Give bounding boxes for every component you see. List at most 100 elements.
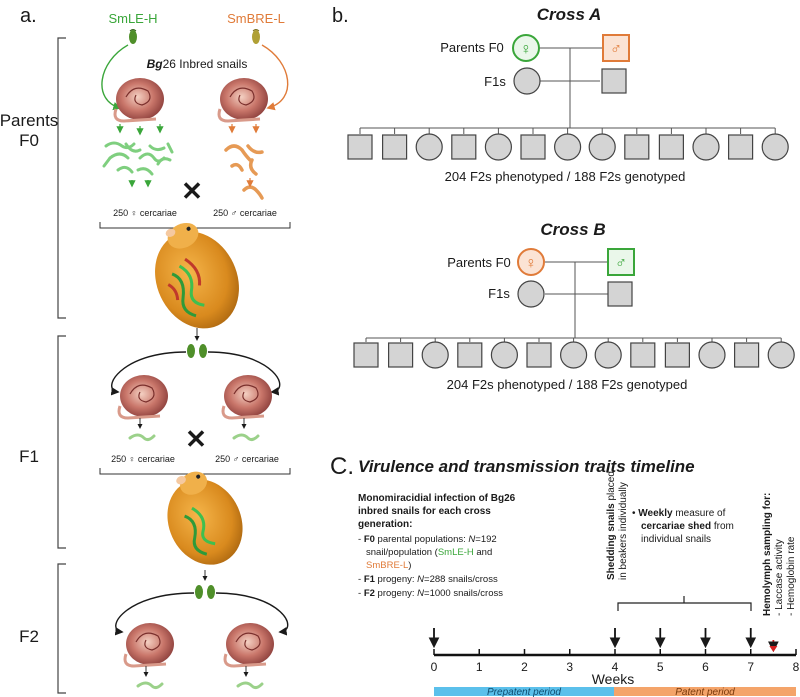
cercariae-f0-right: 250 ♂ cercariae bbox=[213, 208, 277, 218]
f1-arrow-left bbox=[110, 351, 187, 396]
f2-female-node bbox=[490, 341, 518, 369]
f2-female-node bbox=[594, 341, 622, 369]
shedding-label: Shedding snails placed in beakers indivi… bbox=[606, 468, 629, 580]
f2-female-node bbox=[415, 133, 443, 161]
week-tick-label: 4 bbox=[612, 660, 619, 674]
cross-b-f1-female bbox=[517, 280, 545, 308]
cross-b-female-parent bbox=[517, 248, 545, 276]
cross-a-parents-label: Parents F0 bbox=[440, 40, 504, 55]
f2-bullet: - F2 progeny: N=1000 snails/cross bbox=[358, 588, 503, 599]
f2-male-node bbox=[520, 134, 546, 160]
gen-f0-line2: F0 bbox=[19, 131, 39, 150]
f2-male-node bbox=[664, 342, 691, 368]
strain-right-label: SmBRE-L bbox=[227, 11, 285, 26]
panel-c-label: C. bbox=[330, 453, 354, 480]
female-symbol: ♀ bbox=[520, 41, 532, 58]
prepatent-label: Prepatent period bbox=[487, 687, 561, 697]
cross-symbol-f0: ✕ bbox=[181, 176, 203, 206]
f1-bracket bbox=[57, 335, 66, 549]
cercariae-f1-right: 250 ♂ cercariae bbox=[215, 454, 279, 464]
cross-a-title: Cross A bbox=[537, 5, 602, 24]
cercariae-cluster-orange bbox=[224, 144, 264, 200]
f0-bullet: - F0 parental populations: N=192 snail/p… bbox=[358, 534, 499, 571]
f2-female-node bbox=[559, 341, 588, 369]
f2-male-node bbox=[727, 134, 754, 160]
gen-f1-label: F1 bbox=[19, 447, 39, 466]
panel-b: b. Cross A Parents F0 F1s ♀ ♂ 204 F2s ph… bbox=[332, 5, 795, 392]
f2-female-node bbox=[484, 133, 512, 161]
cross-symbol-f1: ✕ bbox=[185, 424, 207, 454]
cercariae-f0-left: 250 ♀ cercariae bbox=[113, 208, 177, 218]
f2-female-node bbox=[692, 133, 720, 161]
f2-male-node bbox=[630, 342, 656, 368]
week-tick-label: 8 bbox=[793, 660, 800, 674]
f2-female-node bbox=[553, 133, 582, 161]
cross-a-f1-male bbox=[601, 68, 627, 94]
cross-a-f1-label: F1s bbox=[484, 74, 506, 89]
snail-icon bbox=[117, 375, 168, 420]
f2-male-node bbox=[624, 134, 650, 160]
f2-bracket bbox=[57, 563, 66, 694]
cross-b-f1-label: F1s bbox=[488, 286, 510, 301]
cercariae-arrows bbox=[228, 124, 260, 134]
cross-b-parents-label: Parents F0 bbox=[447, 255, 511, 270]
f2-male-node bbox=[388, 342, 414, 368]
worm-pair-icon bbox=[195, 585, 215, 599]
f2-female-node bbox=[698, 341, 726, 369]
cercaria-f2-left bbox=[136, 681, 164, 690]
cross-a-caption: 204 F2s phenotyped / 188 F2s genotyped bbox=[445, 169, 686, 184]
snail-icon bbox=[223, 623, 274, 668]
week-tick-label: 3 bbox=[566, 660, 573, 674]
snail-icon bbox=[123, 623, 174, 668]
cross-a-female-parent bbox=[512, 34, 540, 62]
f2-male-node bbox=[733, 342, 760, 368]
f2-arrow-left bbox=[114, 592, 195, 636]
f2-male-node bbox=[526, 342, 552, 368]
panel-a-label: a. bbox=[20, 5, 37, 27]
f2-female-node bbox=[421, 341, 449, 369]
f2-female-node bbox=[761, 133, 789, 161]
gen-f2-label: F2 bbox=[19, 627, 39, 646]
hemolymph-label: Hemolymph sampling for: - Laccase activi… bbox=[762, 490, 797, 616]
cercariae-arrows bbox=[116, 124, 164, 136]
gen-f0-line1: Parents bbox=[0, 111, 58, 130]
hemolymph-arrow-head bbox=[769, 646, 778, 652]
f1-bullet: - F1 progeny: N=288 snails/cross bbox=[358, 574, 498, 585]
hamster-icon bbox=[167, 471, 243, 565]
f2-female-node bbox=[767, 341, 795, 369]
cercaria-f1-left bbox=[128, 433, 156, 442]
snails-label: Bg26 Inbred snails bbox=[147, 57, 248, 71]
f2-male-node bbox=[451, 134, 477, 160]
cross-b-f2-row bbox=[353, 337, 795, 369]
week-tick-label: 6 bbox=[702, 660, 709, 674]
f2-male-node bbox=[457, 342, 483, 368]
cross-b-title: Cross B bbox=[540, 220, 605, 239]
cross-a-f1-female bbox=[513, 67, 541, 95]
cross-a-f2-row bbox=[347, 127, 789, 161]
f2-arrow-right bbox=[215, 592, 289, 636]
male-symbol: ♂ bbox=[610, 41, 622, 58]
female-symbol: ♀ bbox=[525, 255, 537, 272]
worm-pair-icon bbox=[187, 344, 207, 358]
snail-icon bbox=[221, 375, 272, 420]
cercariae-f1-left: 250 ♀ cercariae bbox=[111, 454, 175, 464]
f2-female-node bbox=[588, 133, 616, 161]
f0-bracket bbox=[57, 37, 66, 319]
snail-icon bbox=[217, 78, 268, 123]
male-symbol: ♂ bbox=[615, 255, 627, 272]
panel-c-title: Virulence and transmission traits timeli… bbox=[358, 457, 695, 476]
panel-a: a. Parents F0 F1 F2 SmLE-H SmBRE-L Bg26 … bbox=[0, 5, 291, 694]
f2-male-node bbox=[353, 342, 379, 368]
week-tick-label: 1 bbox=[476, 660, 483, 674]
hamster-icon bbox=[155, 222, 239, 329]
f2-male-node bbox=[347, 134, 373, 160]
panel-b-label: b. bbox=[332, 5, 349, 27]
patent-bar bbox=[614, 687, 796, 696]
cercaria-f2-right bbox=[236, 681, 264, 690]
prepatent-bar bbox=[434, 687, 614, 696]
weekly-bracket bbox=[617, 596, 752, 611]
green-cercariae-down-arrows bbox=[128, 180, 152, 188]
cross-b-male-parent bbox=[607, 248, 635, 276]
